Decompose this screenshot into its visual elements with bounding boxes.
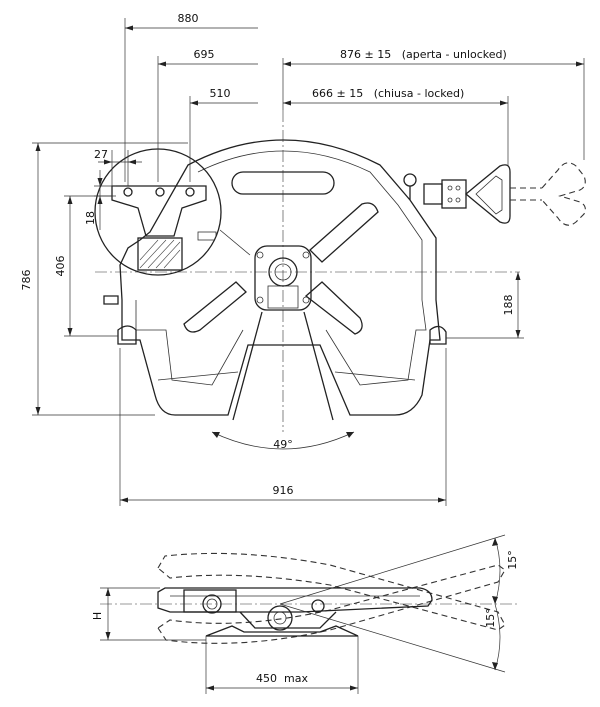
lower-right-arm xyxy=(304,281,363,335)
tilt-down-outline xyxy=(157,564,506,644)
dim-695: 695 xyxy=(194,48,215,61)
detail-bracket xyxy=(111,185,207,237)
upper-left-arm xyxy=(219,229,251,256)
plate-outline xyxy=(119,139,441,416)
bolt-4 xyxy=(302,296,310,304)
detail-hole-3 xyxy=(185,187,195,197)
dim-15-up: 15° xyxy=(506,550,519,570)
dim-916: 916 xyxy=(273,484,294,497)
detail-tab xyxy=(197,231,217,241)
dim-locked: 666 ± 15 (chiusa - locked) xyxy=(312,87,464,100)
detail-contents xyxy=(111,185,217,271)
detail-block xyxy=(137,237,183,271)
dim-27: 27 xyxy=(94,148,108,161)
dim-450-max: 450 max xyxy=(256,672,308,685)
right-mount-lug xyxy=(429,325,447,345)
left-mount-lug xyxy=(117,325,137,345)
bolt-2 xyxy=(302,251,310,259)
pivot-bracket xyxy=(239,611,337,629)
plate-inner-rim xyxy=(197,150,427,386)
dim-unlocked: 876 ± 15 (aperta - unlocked) xyxy=(340,48,507,61)
side-block-left xyxy=(183,589,237,613)
dim-880: 880 xyxy=(178,12,199,25)
bolt-1 xyxy=(256,251,264,259)
lube-fitting xyxy=(103,295,119,305)
detail-hole-2 xyxy=(155,187,165,197)
pivot-pin-inner xyxy=(273,611,287,625)
throat-left xyxy=(232,311,263,421)
throat-right xyxy=(303,311,334,421)
pivot-boss xyxy=(254,245,312,311)
plate-inner-rim-left xyxy=(135,300,244,386)
dim-510: 510 xyxy=(210,87,231,100)
release-handle-locked xyxy=(403,164,511,224)
dim-406: 406 xyxy=(54,256,67,277)
skirt-line xyxy=(157,371,416,381)
pivot-pin xyxy=(267,605,293,631)
side-bolt xyxy=(311,599,325,613)
kingpin-inner xyxy=(274,263,292,281)
dim-h: H xyxy=(91,612,104,620)
lock-jaw xyxy=(267,285,299,309)
top-slot xyxy=(231,171,335,195)
release-handle-unlocked xyxy=(510,162,586,226)
dim-18: 18 xyxy=(84,211,97,225)
dim-15-down: 15° xyxy=(484,608,497,628)
detail-hatch xyxy=(139,239,181,269)
top-view: 880 695 510 876 ± 15 (aperta - unlocked)… xyxy=(20,12,586,506)
detail-hole-1 xyxy=(123,187,133,197)
tilt-up-outline xyxy=(157,552,506,631)
lower-left-arm xyxy=(183,281,247,333)
bolt-3 xyxy=(256,296,264,304)
side-view: H 15° 15° 450 max xyxy=(91,534,520,694)
dim-49-deg: 49° xyxy=(273,438,293,451)
upper-right-arm xyxy=(309,202,379,263)
dim-786: 786 xyxy=(20,270,33,291)
dim-188: 188 xyxy=(502,295,515,316)
